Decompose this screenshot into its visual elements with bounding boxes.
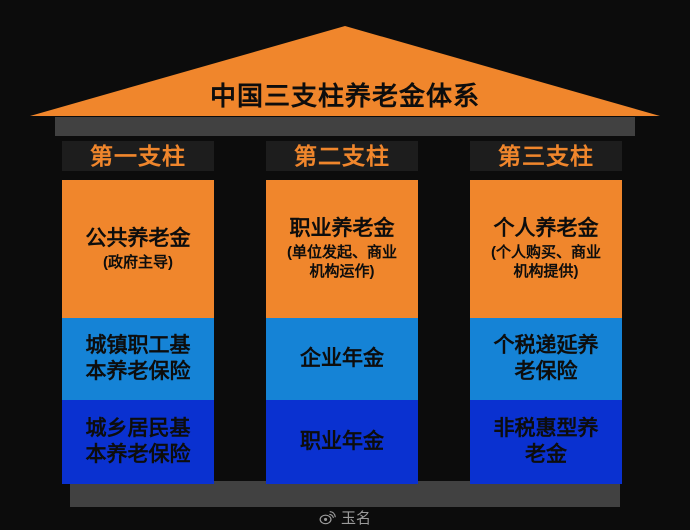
pillar-2-top-sublabel: (单位发起、商业机构运作) — [287, 244, 397, 281]
pillar-2-bottom-block: 职业年金 — [266, 400, 418, 484]
watermark-text: 玉名 — [340, 510, 371, 527]
pillar-2-top-block: 职业养老金 (单位发起、商业机构运作) — [266, 180, 418, 318]
pillar-1-top-label: 公共养老金 — [85, 226, 191, 250]
pillar-3-header: 第三支柱 — [470, 141, 622, 171]
pillar-3-top-sublabel: (个人购买、商业机构提供) — [491, 244, 601, 281]
pillars-row: 第一支柱 公共养老金 (政府主导) 城镇职工基本养老保险 城乡居民基本养老保险 … — [62, 141, 622, 484]
pillar-3-top-block: 个人养老金 (个人购买、商业机构提供) — [470, 180, 622, 318]
roof-triangle — [30, 26, 660, 116]
pillar-2-top-label: 职业养老金 — [289, 217, 395, 241]
diagram-title: 中国三支柱养老金体系 — [209, 81, 480, 111]
pillar-1-mid-label: 城镇职工基本养老保险 — [85, 333, 191, 383]
pillar-3-bottom-label: 非税惠型养老金 — [493, 416, 599, 466]
base-bar — [70, 481, 620, 507]
pillar-3: 第三支柱 个人养老金 (个人购买、商业机构提供) 个税递延养老保险 非税惠型养老… — [470, 141, 622, 484]
pillar-1-header: 第一支柱 — [62, 141, 214, 171]
pillar-1-top-sublabel: (政府主导) — [103, 253, 173, 271]
pillar-1-bottom-label: 城乡居民基本养老保险 — [85, 416, 191, 466]
pillar-1: 第一支柱 公共养老金 (政府主导) 城镇职工基本养老保险 城乡居民基本养老保险 — [62, 141, 214, 484]
pillar-3-mid-label: 个税递延养老保险 — [493, 333, 599, 383]
pillar-3-mid-block: 个税递延养老保险 — [470, 318, 622, 400]
roof-beam — [55, 117, 635, 136]
pillar-3-top-label: 个人养老金 — [493, 217, 599, 241]
pillar-2: 第二支柱 职业养老金 (单位发起、商业机构运作) 企业年金 职业年金 — [266, 141, 418, 484]
pillar-3-bottom-block: 非税惠型养老金 — [470, 400, 622, 484]
pillar-1-mid-block: 城镇职工基本养老保险 — [62, 318, 214, 400]
pillar-2-bottom-label: 职业年金 — [300, 429, 384, 453]
weibo-icon — [319, 510, 336, 525]
watermark: 玉名 — [0, 507, 690, 528]
pillar-1-bottom-block: 城乡居民基本养老保险 — [62, 400, 214, 484]
pillar-2-header: 第二支柱 — [266, 141, 418, 171]
pillar-2-mid-block: 企业年金 — [266, 318, 418, 400]
pillar-1-top-block: 公共养老金 (政府主导) — [62, 180, 214, 318]
pillar-2-mid-label: 企业年金 — [300, 346, 384, 370]
